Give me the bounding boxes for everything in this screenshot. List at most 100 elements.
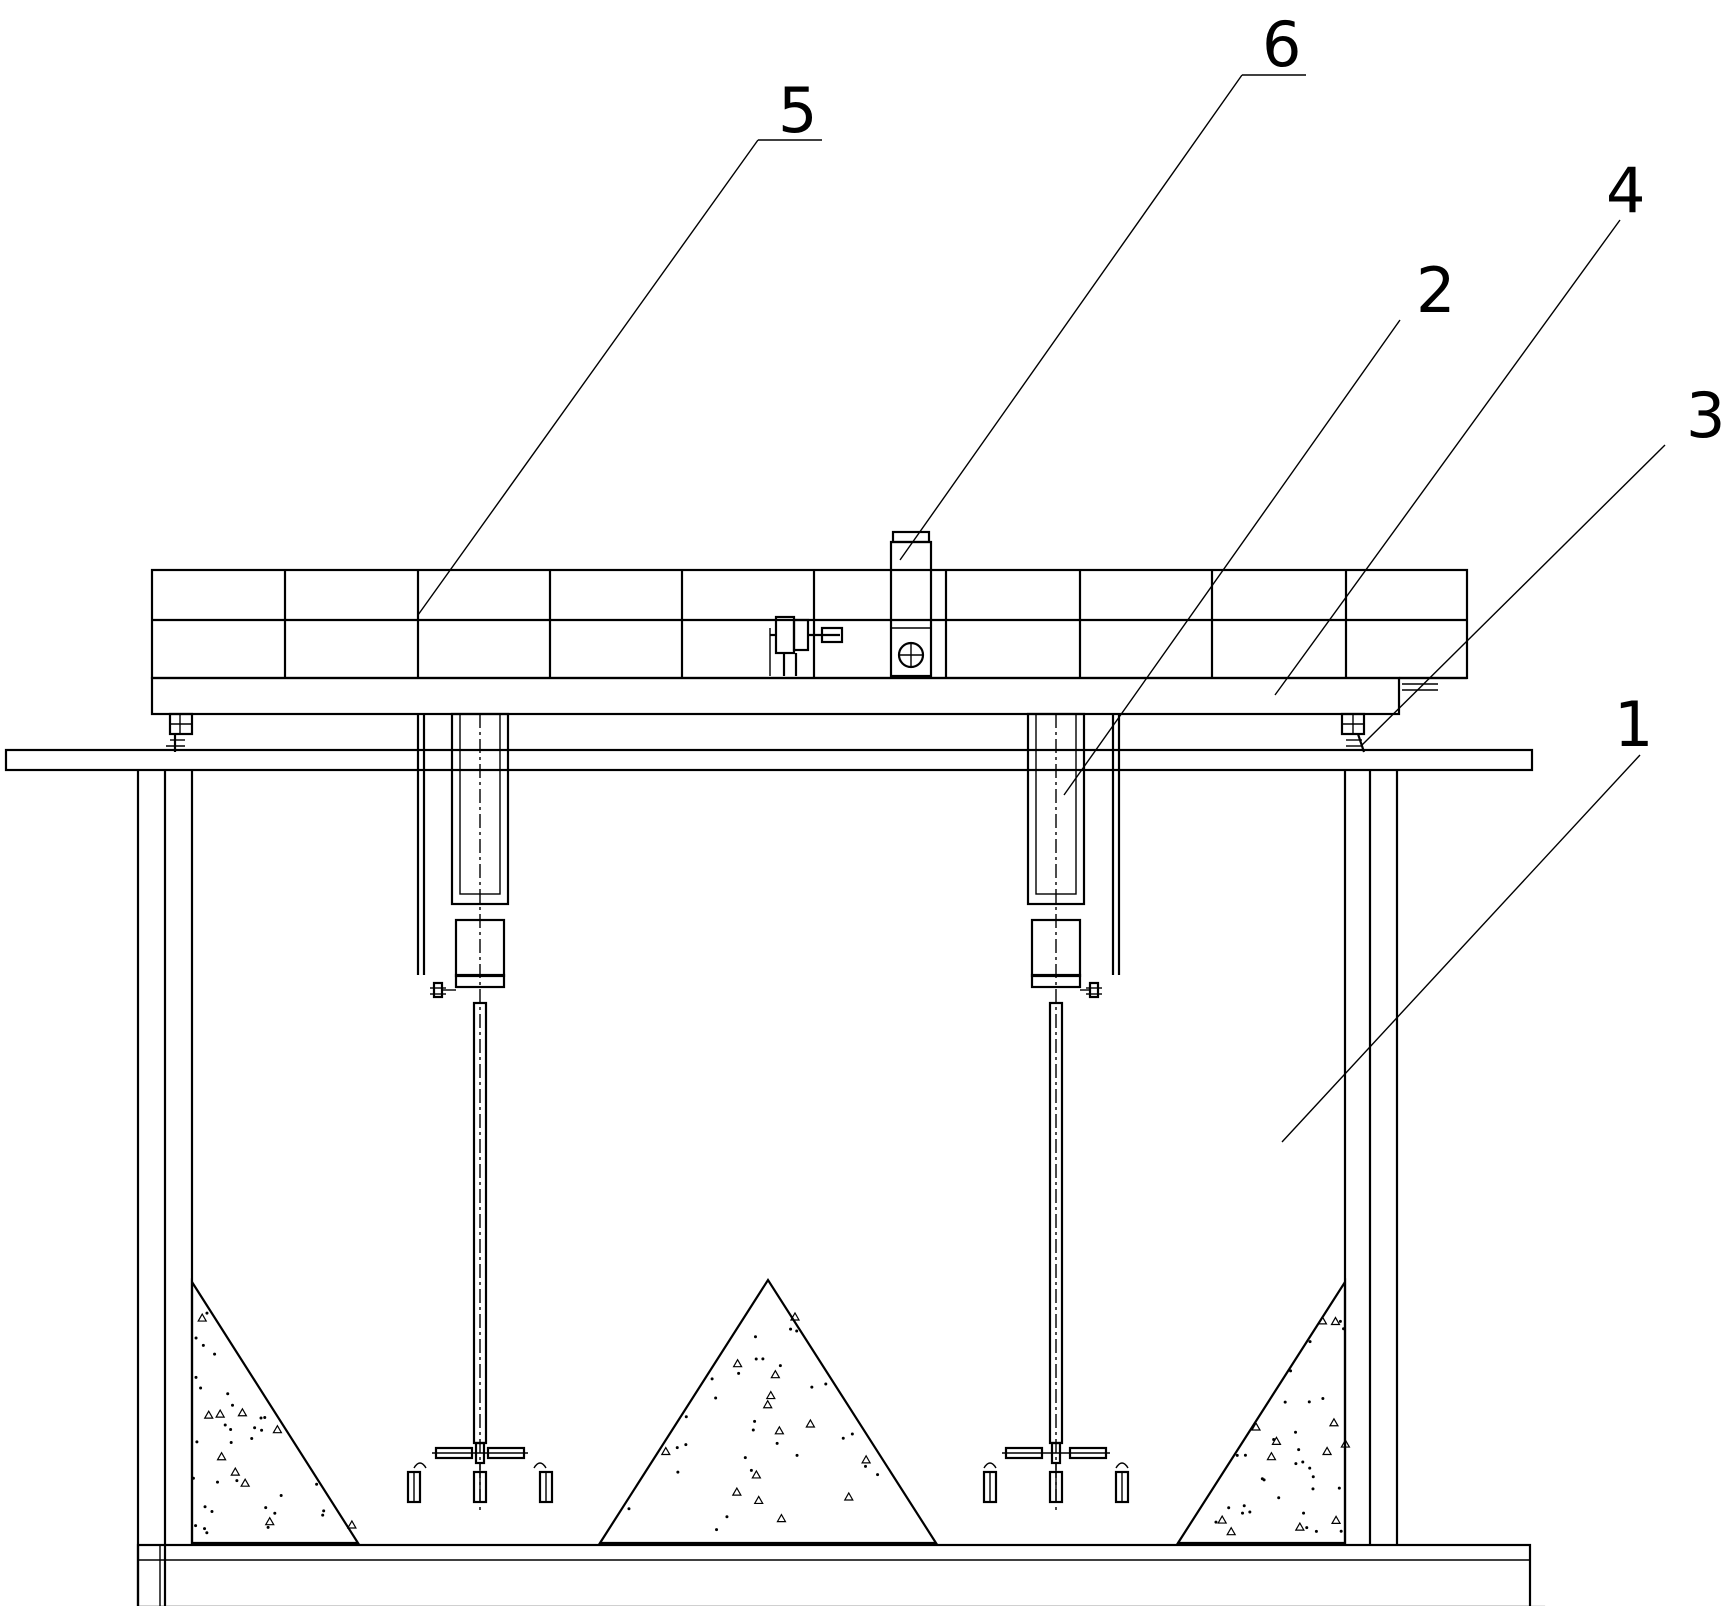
sediment-dot xyxy=(824,1382,828,1386)
sediment-grain xyxy=(805,1418,816,1428)
sediment-dot xyxy=(676,1470,680,1474)
sediment-grain xyxy=(751,1469,762,1479)
sediment-dot xyxy=(1235,1453,1239,1457)
sediment-dot xyxy=(191,1476,195,1480)
sediment-dot xyxy=(775,1441,779,1445)
sediment-dot xyxy=(789,1327,793,1331)
tank-base xyxy=(136,1543,1532,1606)
sediment-grain xyxy=(1330,1316,1341,1326)
sediment-dot xyxy=(1294,1430,1298,1434)
sediment-grain xyxy=(240,1477,251,1487)
sediment-dot xyxy=(279,1494,283,1498)
sediment-dot xyxy=(205,1531,209,1535)
sediment-dot xyxy=(194,1375,198,1379)
label-5: 5 xyxy=(778,74,817,147)
sediment-dot xyxy=(260,1428,264,1432)
sediment-grain xyxy=(843,1491,854,1501)
sediment-dot xyxy=(223,1423,227,1427)
sediment-grain xyxy=(660,1446,671,1456)
sediment-grain xyxy=(203,1409,214,1419)
sediment-grain xyxy=(789,1311,801,1321)
sediment-dot xyxy=(751,1428,755,1432)
gantry-frame xyxy=(150,568,1469,716)
sediment-dot xyxy=(264,1506,268,1510)
sediment-grain xyxy=(765,1390,776,1400)
sediment-dot xyxy=(743,1456,747,1460)
sediment-dot xyxy=(1339,1529,1343,1533)
sediment-dot xyxy=(749,1468,753,1472)
label-6: 6 xyxy=(1262,8,1301,81)
sediment-dot xyxy=(199,1386,203,1390)
sediment-grain xyxy=(776,1513,787,1523)
sediment-grain xyxy=(1317,1315,1328,1325)
sediment-dot xyxy=(263,1416,267,1420)
sediment-dot xyxy=(710,1377,714,1381)
sediment-dot xyxy=(715,1528,719,1532)
sediment-dot xyxy=(315,1482,319,1486)
sediment-grain xyxy=(264,1516,275,1526)
sediment-dot xyxy=(1311,1475,1315,1479)
sediment-dot xyxy=(226,1392,230,1396)
sediment-dot xyxy=(737,1371,741,1375)
wheel-left xyxy=(166,712,194,752)
sediment-grain xyxy=(731,1486,742,1496)
sediment-dot xyxy=(250,1436,254,1440)
sediment-dot xyxy=(1314,1529,1318,1533)
label-1: 1 xyxy=(1614,688,1653,761)
sediment-grain xyxy=(1331,1515,1342,1524)
sediment-dot xyxy=(322,1509,326,1513)
main-beam xyxy=(150,676,1401,716)
sediment-dot xyxy=(213,1352,217,1356)
sediment-dot xyxy=(841,1436,845,1440)
sediment-dot xyxy=(205,1311,209,1315)
sediment-dot xyxy=(684,1443,688,1447)
sediment-dot xyxy=(1241,1511,1245,1515)
sediment-grain xyxy=(1328,1417,1339,1427)
label-3: 3 xyxy=(1686,379,1725,452)
sediment-grain xyxy=(762,1399,773,1409)
lattice-box xyxy=(150,568,1469,680)
sediment-dot xyxy=(1301,1460,1305,1464)
sediment-dot xyxy=(795,1329,799,1333)
sediment-dot xyxy=(1214,1520,1218,1524)
sediment-dot xyxy=(1302,1511,1306,1515)
sediment-center xyxy=(597,1277,939,1545)
sediment-grain xyxy=(732,1358,743,1368)
sediment-dot xyxy=(195,1440,199,1444)
sediment-dot xyxy=(1283,1400,1287,1404)
sediment-right xyxy=(1175,1278,1347,1545)
sediment-dot xyxy=(1305,1526,1309,1530)
sediment-grain xyxy=(1271,1436,1282,1445)
sediment-dot xyxy=(1227,1506,1231,1510)
sediment-dot xyxy=(684,1415,688,1419)
sediment-dot xyxy=(194,1524,198,1528)
sediment-dot xyxy=(1277,1496,1281,1500)
sediment-dot xyxy=(215,1480,219,1484)
sediment-dot xyxy=(1243,1453,1247,1457)
sediment-dot xyxy=(1242,1504,1246,1508)
sediment-grain xyxy=(216,1451,227,1461)
sediment-dot xyxy=(753,1335,757,1339)
sediment-dot xyxy=(1337,1486,1341,1490)
label-4: 4 xyxy=(1606,154,1645,227)
sediment-dot xyxy=(754,1357,758,1361)
sediment-dot xyxy=(253,1426,257,1430)
sediment-grain xyxy=(753,1495,764,1505)
sediment-dot xyxy=(1321,1397,1325,1401)
label-2: 2 xyxy=(1416,254,1455,327)
sediment-dot xyxy=(725,1515,729,1519)
sediment-dot xyxy=(1294,1462,1298,1466)
sediment-grain xyxy=(1266,1451,1277,1461)
sediment-dot xyxy=(627,1507,631,1511)
sediment-dot xyxy=(203,1527,207,1531)
sediment-dot xyxy=(229,1427,233,1431)
sediment-dot xyxy=(231,1403,235,1407)
sediment-grain xyxy=(197,1312,208,1322)
mixer-left xyxy=(406,712,554,1510)
sediment-dot xyxy=(850,1432,854,1436)
sediment-dot xyxy=(810,1385,814,1389)
drive-motor xyxy=(889,530,933,678)
sediment-dot xyxy=(753,1419,757,1423)
sediment-dot xyxy=(1338,1319,1342,1323)
